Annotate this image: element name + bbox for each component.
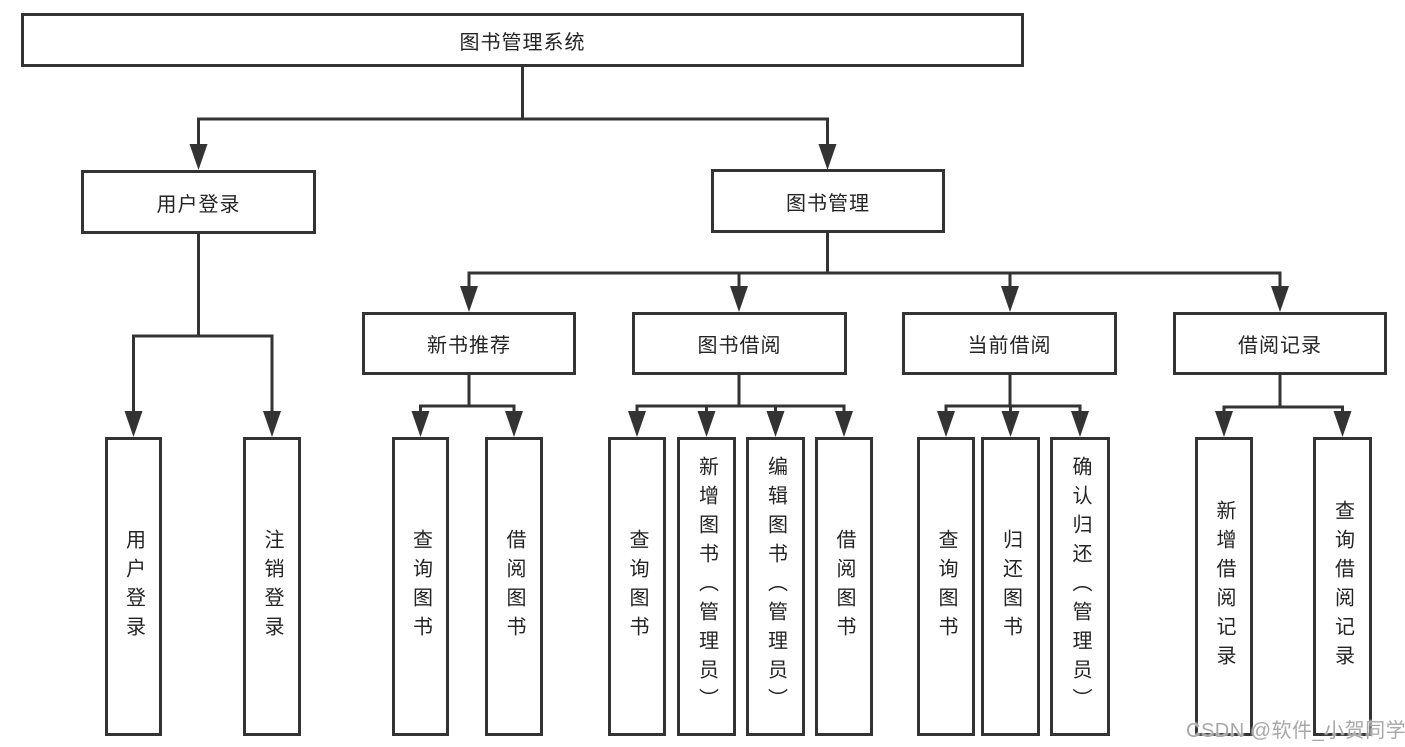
arrowheads [124, 144, 1352, 437]
node-label: 用户登录 [122, 528, 145, 645]
leaf-confirm-return-admin: 确认归还（管理员） [1050, 437, 1110, 736]
node-book-borrowing: 图书借阅 [632, 312, 847, 375]
leaf-borrow-books-recommend: 借阅图书 [485, 437, 543, 736]
node-label: 借阅图书 [503, 528, 525, 645]
leaf-user-login: 用户登录 [105, 437, 162, 736]
node-label: 编辑图书（管理员） [764, 456, 787, 717]
leaf-logout: 注销登录 [243, 437, 301, 736]
watermark: CSDN @软件_小贺同学 [1186, 720, 1405, 742]
node-label: 图书管理 [786, 192, 870, 215]
leaf-borrow-books-borrowing: 借阅图书 [815, 437, 873, 736]
node-label: 当前借阅 [967, 335, 1052, 357]
node-label: 查询图书 [626, 528, 648, 645]
node-label: 确认归还（管理员） [1069, 456, 1091, 717]
node-current-borrowing: 当前借阅 [902, 312, 1117, 375]
leaf-query-books-borrowing: 查询图书 [608, 437, 666, 736]
leaf-return-books: 归还图书 [981, 437, 1040, 736]
node-label: 归还图书 [999, 528, 1022, 645]
node-label: 借阅记录 [1238, 335, 1322, 357]
leaf-edit-books-admin: 编辑图书（管理员） [746, 437, 805, 736]
node-label: 新增图书（管理员） [695, 456, 718, 717]
node-label: 查询图书 [935, 528, 957, 645]
node-label: 注销登录 [261, 528, 283, 645]
leaf-query-borrow-record: 查询借阅记录 [1313, 437, 1372, 736]
node-book-management: 图书管理 [711, 169, 945, 233]
leaf-query-books-current: 查询图书 [917, 437, 975, 736]
node-new-book-recommend: 新书推荐 [362, 312, 576, 375]
node-label: 用户登录 [156, 193, 241, 216]
node-label: 查询图书 [409, 528, 432, 645]
leaf-add-books-admin: 新增图书（管理员） [677, 437, 736, 736]
node-label: 图书借阅 [697, 335, 782, 357]
node-label: 新书推荐 [427, 335, 511, 357]
node-label: 新增借阅记录 [1213, 499, 1235, 674]
node-borrowing-records: 借阅记录 [1173, 312, 1387, 375]
node-label: 借阅图书 [833, 528, 855, 645]
leaf-query-books-recommend: 查询图书 [392, 437, 449, 736]
node-library-system: 图书管理系统 [21, 13, 1024, 67]
node-label: 图书管理系统 [459, 31, 586, 54]
node-user-login: 用户登录 [81, 170, 316, 234]
node-label: 查询借阅记录 [1331, 499, 1354, 674]
leaf-add-borrow-record: 新增借阅记录 [1195, 437, 1253, 736]
